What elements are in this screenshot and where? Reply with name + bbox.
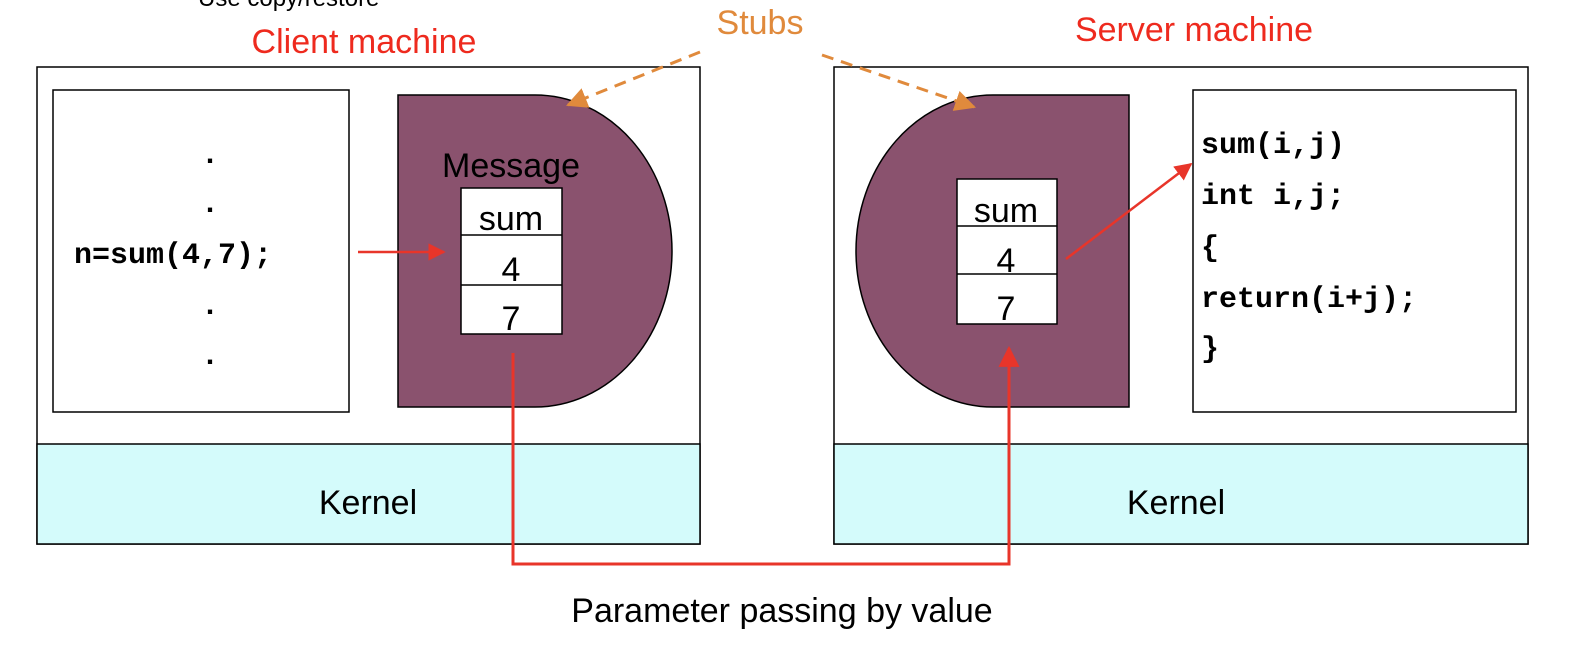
stubs-pointer-client-arrow (566, 50, 701, 108)
server-message-field: sum (974, 192, 1038, 230)
client-code-line: . (201, 188, 219, 222)
client-code-line: . (201, 290, 219, 324)
server-message-field: 7 (997, 290, 1016, 328)
server-message-box (956, 178, 1058, 325)
stubs-label: Stubs (717, 4, 804, 42)
server-code-line: sum(i,j) (1201, 129, 1345, 163)
stubs-pointer-server-arrow (821, 53, 976, 111)
client-message-field: 4 (502, 251, 521, 289)
server-procedure-box (1192, 89, 1517, 413)
client-message-field: 7 (502, 300, 521, 338)
client-call-line: n=sum(4,7); (74, 239, 272, 273)
client-message-field: sum (479, 200, 543, 238)
message-to-procedure-arrow (1065, 162, 1193, 260)
client-machine-title: Client machine (252, 23, 477, 61)
message-transfer-arrow (511, 345, 1020, 566)
server-machine: Kernel sum 4 7 sum(i,j) int i,j; { retur… (833, 66, 1529, 545)
server-message-field: 4 (997, 242, 1016, 280)
client-code-line: . (201, 139, 219, 173)
client-program-box (52, 89, 350, 413)
server-kernel-box (833, 443, 1529, 545)
client-code-line: . (201, 340, 219, 374)
server-machine-title: Server machine (1075, 11, 1313, 49)
server-code-line: int i,j; (1201, 180, 1345, 214)
client-kernel-label: Kernel (319, 484, 417, 522)
message-label: Message (442, 147, 580, 185)
server-code-line: return(i+j); (1201, 283, 1417, 317)
client-kernel-box (36, 443, 701, 545)
top-cut-text: Use copy/restore (198, 0, 379, 12)
client-message-box (460, 187, 563, 335)
diagram-caption: Parameter passing by value (571, 592, 992, 630)
server-kernel-label: Kernel (1127, 484, 1225, 522)
server-code-line: } (1201, 333, 1219, 367)
server-code-line: { (1201, 232, 1219, 266)
client-machine: Kernel . . n=sum(4,7); . . Message sum 4… (36, 66, 701, 545)
